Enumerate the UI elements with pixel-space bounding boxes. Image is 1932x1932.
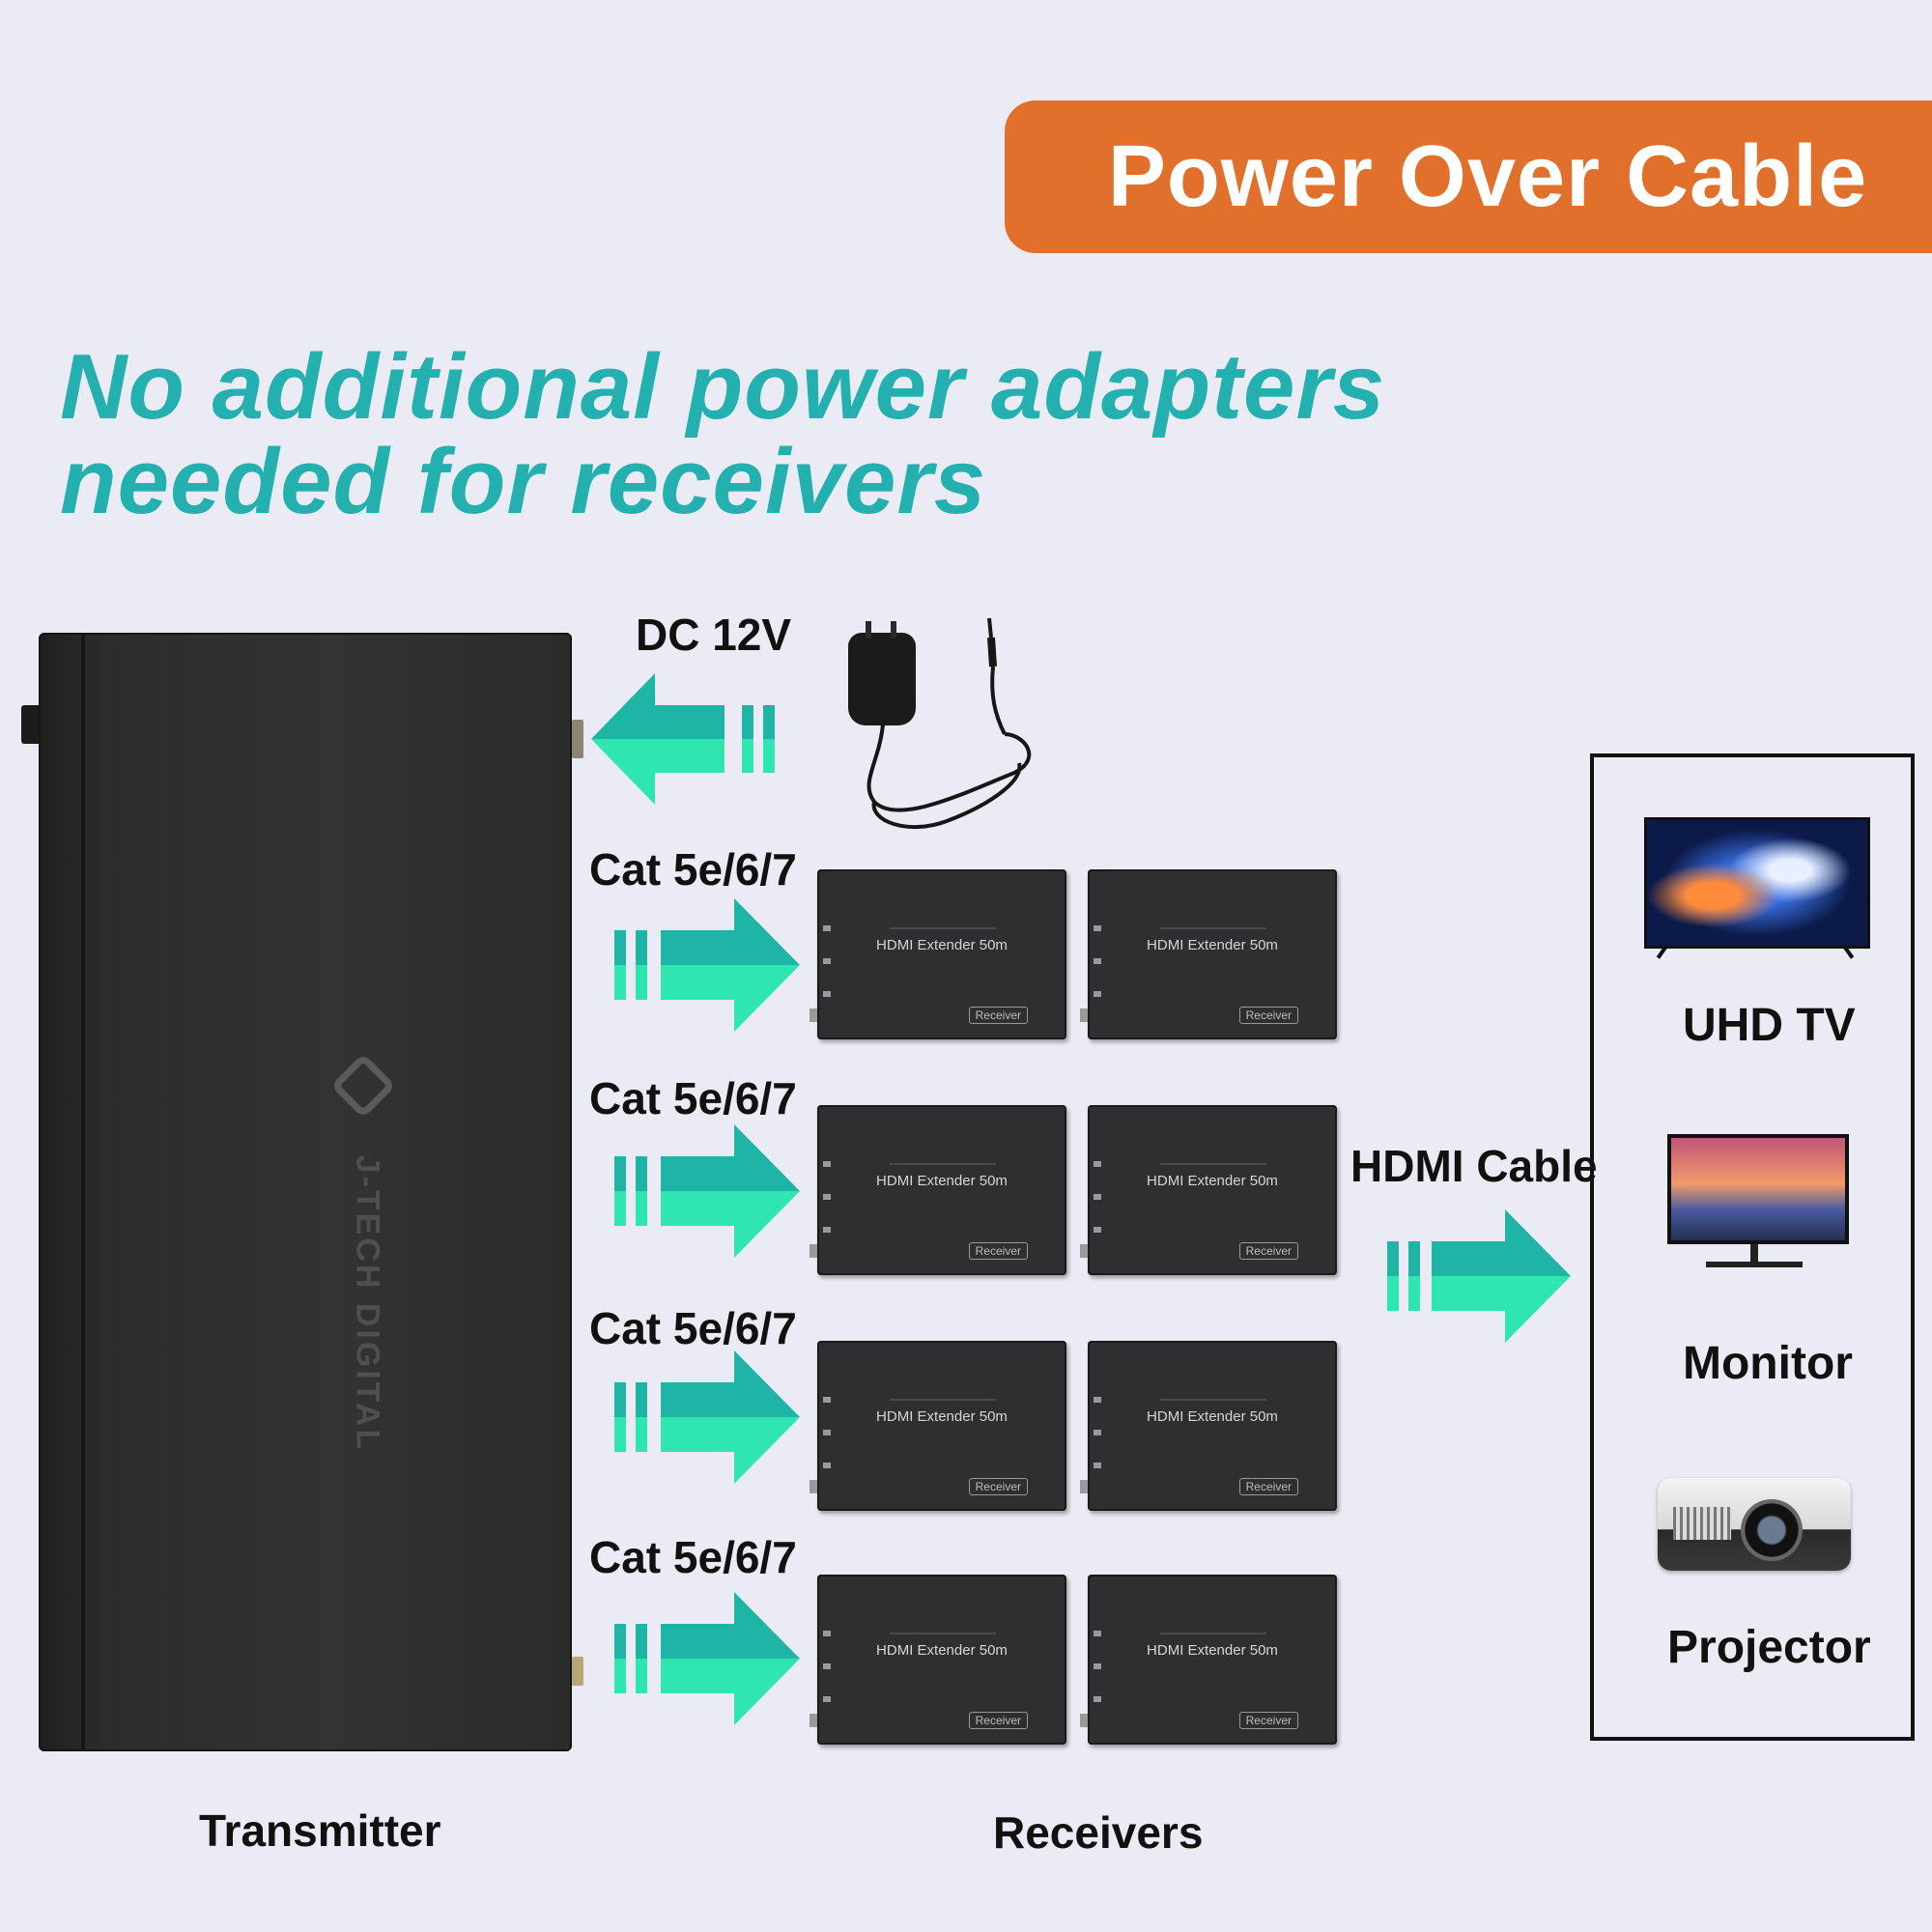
port-markers: [1094, 1604, 1101, 1719]
receiver-logo-icon: [890, 1621, 996, 1634]
receiver-logo-icon: [1160, 1151, 1266, 1165]
receiver-tag: Receiver: [1238, 1712, 1298, 1729]
monitor-base: [1706, 1262, 1803, 1267]
port-markers: [823, 898, 831, 1014]
port-stub: [1080, 1714, 1088, 1727]
headline-line-2: needed for receivers: [60, 430, 987, 533]
receiver-tag: Receiver: [1238, 1242, 1298, 1260]
cat-arrow-3: [614, 1350, 800, 1484]
receiver-unit: HDMI Extender 50m Receiver: [1080, 869, 1337, 1039]
adapter-prong: [866, 621, 871, 639]
receiver-name: HDMI Extender 50m: [1147, 937, 1278, 953]
receiver-logo-icon: [1160, 1387, 1266, 1401]
transmitter-knob: [21, 705, 39, 744]
port-stub: [810, 1714, 817, 1727]
receiver-tag: Receiver: [968, 1478, 1028, 1495]
transmitter-edge: [81, 633, 85, 1751]
receiver-name: HDMI Extender 50m: [1147, 1642, 1278, 1659]
monitor-stand: [1750, 1244, 1758, 1265]
network-port: [572, 1657, 583, 1686]
power-adapter-icon: [848, 621, 916, 725]
cat-arrow-2: [614, 1124, 800, 1258]
cable-label-3: Cat 5e/6/7: [589, 1303, 797, 1353]
receiver-name: HDMI Extender 50m: [1147, 1408, 1278, 1425]
receiver-logo-icon: [890, 916, 996, 929]
headline-line-1: No additional power adapters: [60, 335, 1386, 439]
receivers-caption: Receivers: [993, 1807, 1204, 1858]
uhd-tv-icon: [1644, 817, 1870, 959]
receiver-logo-icon: [890, 1151, 996, 1165]
projector-lens: [1741, 1499, 1803, 1561]
receiver-name: HDMI Extender 50m: [1147, 1173, 1278, 1189]
port-stub: [1080, 1480, 1088, 1493]
port-stub: [810, 1480, 817, 1493]
receiver-tag: Receiver: [968, 1242, 1028, 1260]
cat-arrow-4: [614, 1592, 800, 1725]
cable-label-1: Cat 5e/6/7: [589, 844, 797, 895]
adapter-prong: [891, 621, 896, 639]
dc-arrow: [591, 673, 775, 805]
hdmi-arrow: [1387, 1209, 1571, 1343]
receiver-unit: HDMI Extender 50m Receiver: [1080, 1105, 1337, 1275]
receiver-tag: Receiver: [968, 1007, 1028, 1024]
receiver-logo-icon: [1160, 916, 1266, 929]
dc-label: DC 12V: [636, 610, 792, 660]
cat-arrow-1: [614, 898, 800, 1032]
transmitter-caption: Transmitter: [199, 1805, 441, 1856]
projector-grill: [1673, 1507, 1731, 1540]
receiver-tag: Receiver: [1238, 1007, 1298, 1024]
headline: No additional power adapters needed for …: [60, 340, 1412, 529]
banner-title: Power Over Cable: [1107, 128, 1868, 225]
port-stub: [810, 1009, 817, 1022]
displays-panel: [1590, 753, 1915, 1741]
cable-label-4: Cat 5e/6/7: [589, 1532, 797, 1582]
monitor-icon: [1667, 1134, 1849, 1244]
port-markers: [1094, 898, 1101, 1014]
transmitter-device: J-TECH DIGITAL: [21, 633, 583, 1751]
receiver-unit: HDMI Extender 50m Receiver: [1080, 1575, 1337, 1745]
projector-icon: [1658, 1478, 1851, 1571]
display-label-monitor: Monitor: [1683, 1338, 1853, 1389]
receiver-name: HDMI Extender 50m: [876, 937, 1008, 953]
port-markers: [823, 1604, 831, 1719]
port-stub: [1080, 1009, 1088, 1022]
receiver-name: HDMI Extender 50m: [876, 1173, 1008, 1189]
display-label-projector: Projector: [1667, 1622, 1871, 1673]
receiver-unit: HDMI Extender 50m Receiver: [810, 1575, 1066, 1745]
power-port: [572, 720, 583, 758]
receiver-unit: HDMI Extender 50m Receiver: [1080, 1341, 1337, 1511]
port-markers: [1094, 1370, 1101, 1486]
receiver-tag: Receiver: [1238, 1478, 1298, 1495]
receiver-name: HDMI Extender 50m: [876, 1642, 1008, 1659]
receiver-logo-icon: [890, 1387, 996, 1401]
port-stub: [810, 1244, 817, 1258]
display-label-tv: UHD TV: [1683, 1000, 1856, 1051]
port-markers: [823, 1134, 831, 1250]
hdmi-label: HDMI Cable: [1350, 1141, 1598, 1191]
adapter-cord-icon: [867, 617, 1032, 830]
port-markers: [823, 1370, 831, 1486]
receiver-unit: HDMI Extender 50m Receiver: [810, 1105, 1066, 1275]
receiver-unit: HDMI Extender 50m Receiver: [810, 1341, 1066, 1511]
port-stub: [1080, 1244, 1088, 1258]
port-markers: [1094, 1134, 1101, 1250]
cable-label-2: Cat 5e/6/7: [589, 1073, 797, 1123]
title-banner: Power Over Cable: [1005, 100, 1932, 253]
receiver-name: HDMI Extender 50m: [876, 1408, 1008, 1425]
receiver-logo-icon: [1160, 1621, 1266, 1634]
receiver-tag: Receiver: [968, 1712, 1028, 1729]
receiver-unit: HDMI Extender 50m Receiver: [810, 869, 1066, 1039]
